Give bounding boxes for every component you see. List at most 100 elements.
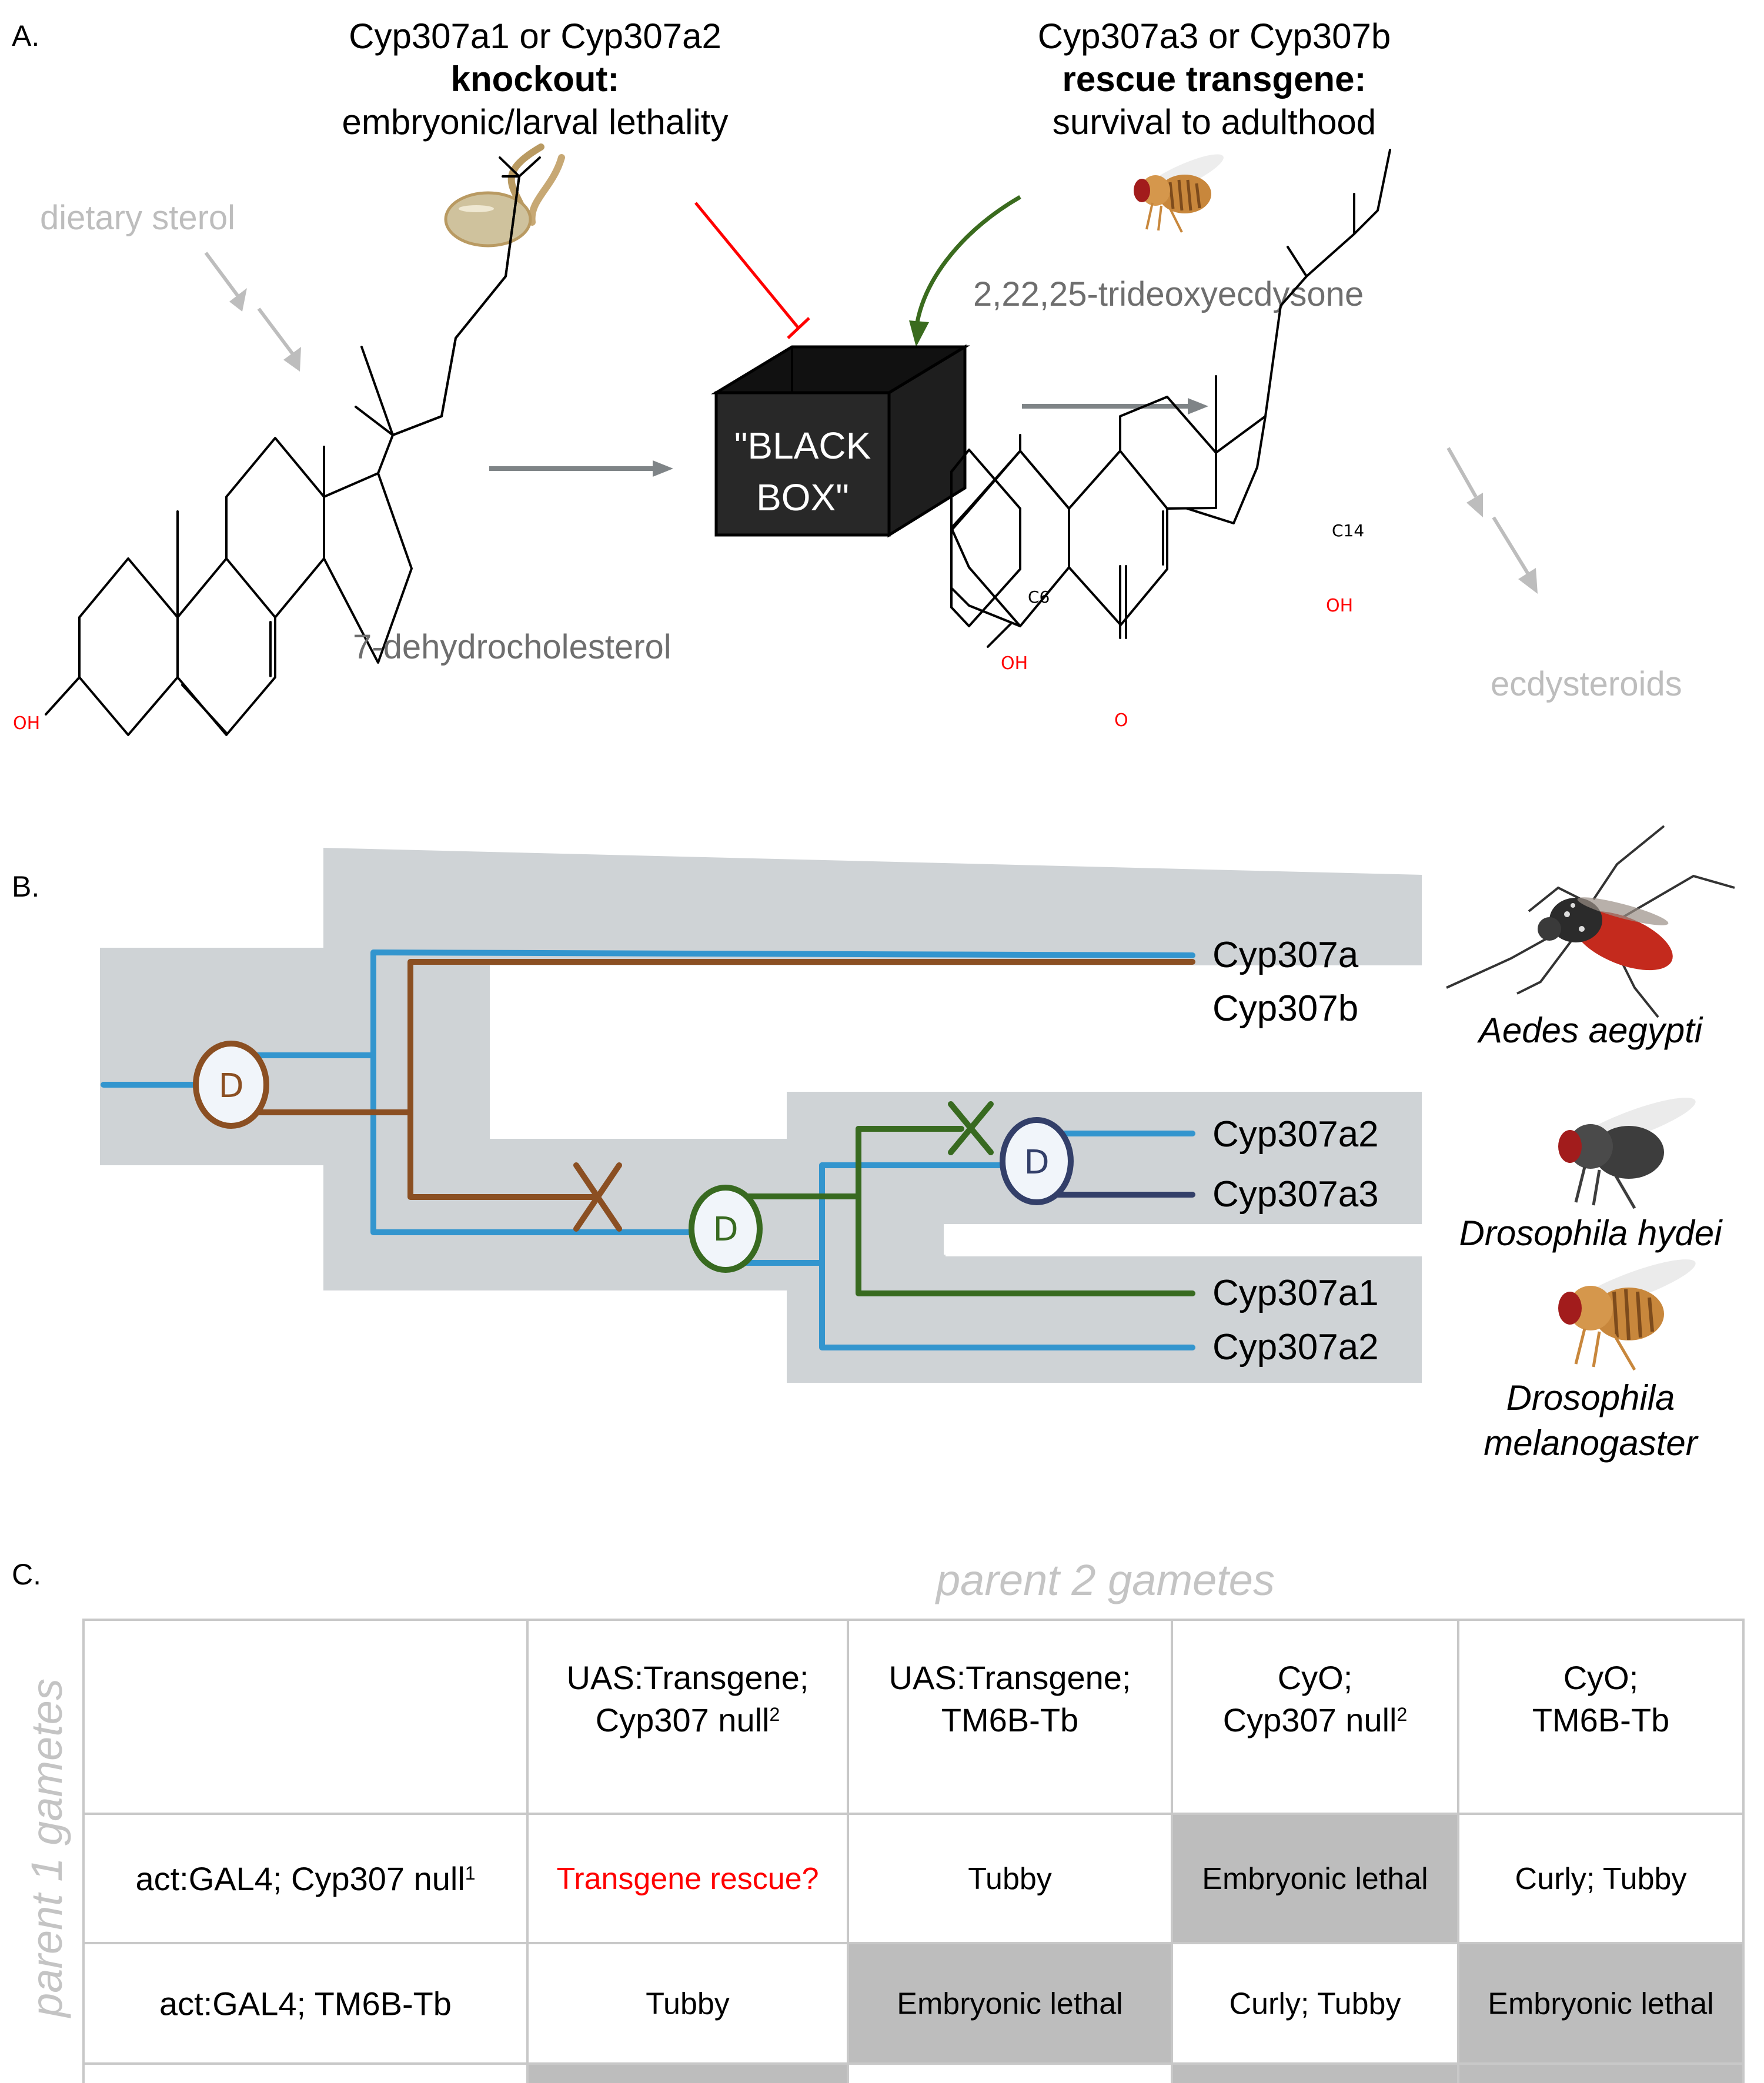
cyp307b-lineage	[232, 959, 1195, 1232]
column-header: CyO; Cyp307 null2	[1171, 1619, 1459, 1815]
ecdysteroids-label: ecdysteroids	[1491, 665, 1682, 703]
column-header-line1: UAS:Transgene;	[889, 1659, 1131, 1696]
offspring-phenotype: Embryonic lethal	[897, 1987, 1122, 2021]
row-header: act:GAL4; TM6B-Tb	[159, 1985, 452, 2022]
viable-cell	[526, 1942, 849, 2065]
rescue-genes: Cyp307a3 or Cyp307b	[1038, 16, 1391, 56]
larva-icon	[444, 143, 565, 248]
panel-c: C. parent 2 gametes parent 1 gametes UAS…	[12, 1556, 1745, 2083]
punnett-square: UAS:Transgene;Cyp307 null2UAS:Transgene;…	[82, 1619, 1745, 2083]
process-arrow-in	[489, 460, 673, 477]
column-header: UAS:Transgene;TM6B-Tb	[847, 1619, 1173, 1815]
product-rings	[950, 449, 1021, 627]
gene-labels: Cyp307a Cyp307b Cyp307a2 Cyp307a3 Cyp307…	[1212, 935, 1379, 1368]
header-row: UAS:Transgene;Cyp307 null2UAS:Transgene;…	[82, 1619, 1745, 1815]
viable-cell	[847, 1813, 1173, 1944]
product-oh-3: OH	[1001, 653, 1028, 674]
column-header-line2: Cyp307 null2	[596, 1701, 780, 1738]
dietary-sterol-label: dietary sterol	[40, 199, 235, 237]
gene-label: Cyp307a	[1212, 935, 1359, 975]
substrate-name: 7-dehydrocholesterol	[353, 628, 671, 666]
species-melanogaster-line1: Drosophila	[1506, 1378, 1675, 1417]
node-d-label: D	[713, 1211, 738, 1249]
column-header-line1: UAS:Transgene;	[567, 1659, 809, 1696]
oh-label: OH	[13, 713, 40, 734]
rescue-heading: Cyp307a3 or Cyp307b rescue transgene: su…	[1038, 16, 1391, 142]
panel-a-label: A.	[12, 19, 39, 52]
table-row: CyO; Cyp307 null1Embryonic lethalCurly; …	[82, 2062, 1745, 2083]
mosquito-icon	[1446, 825, 1735, 1018]
offspring-phenotype: Tubby	[968, 1862, 1052, 1896]
gene-label: Cyp307a1	[1212, 1273, 1379, 1313]
7-dehydrocholesterol-structure: OH	[13, 156, 541, 736]
species-melanogaster-line2: melanogaster	[1484, 1423, 1699, 1463]
rescue-question-text: Transgene rescue?	[556, 1862, 818, 1896]
offspring-phenotype: Embryonic lethal	[1488, 1987, 1713, 2021]
activation-arrow	[909, 195, 1021, 347]
product-oh-14: OH	[1326, 596, 1353, 616]
inhibition-arrow	[694, 202, 810, 339]
panel-b: B.	[12, 825, 1735, 1463]
downstream-arrow	[1446, 447, 1538, 594]
column-header-line1: CyO;	[1563, 1659, 1639, 1696]
viable-cell	[847, 2062, 1173, 2083]
species-hydei: Drosophila hydei	[1459, 1213, 1723, 1253]
column-header-cell	[1457, 1619, 1745, 1815]
orange-fly-icon	[1558, 1259, 1696, 1371]
lethal-cell	[1171, 1813, 1459, 1944]
lethal-cell	[526, 2062, 849, 2083]
knockout-phenotype: embryonic/larval lethality	[342, 102, 729, 142]
offspring-phenotype: Curly; Tubby	[1230, 1987, 1401, 2021]
clade-gap	[944, 1224, 1423, 1255]
process-arrow-out	[1022, 398, 1208, 414]
viable-cell	[526, 1813, 849, 1944]
row-header: act:GAL4; Cyp307 null1	[135, 1860, 475, 1897]
product-name: 2,22,25-trideoxyecdysone	[973, 275, 1364, 313]
column-header: CyO; TM6B-Tb	[1457, 1619, 1745, 1815]
row-axis-label: parent 1 gametes	[22, 1679, 71, 2018]
dietary-arrow	[204, 252, 301, 372]
column-header-cell	[526, 1619, 849, 1815]
column-axis-label: parent 2 gametes	[935, 1556, 1275, 1604]
viable-cell	[1457, 1813, 1745, 1944]
offspring-phenotype: Embryonic lethal	[1202, 1862, 1428, 1896]
gene-label: Cyp307a3	[1212, 1174, 1379, 1215]
duplication-node-2: D	[689, 1185, 763, 1273]
lethal-cell	[1171, 2062, 1459, 2083]
node-d-label: D	[218, 1067, 243, 1105]
knockout-heading: Cyp307a1 or Cyp307a2 knockout: embryonic…	[342, 16, 729, 142]
node-d-label: D	[1024, 1144, 1049, 1182]
panel-b-label: B.	[12, 870, 39, 903]
dark-fly-icon	[1558, 1098, 1696, 1209]
cyp307a1-lineage	[732, 1101, 1195, 1296]
column-header-line1: CyO;	[1278, 1659, 1353, 1696]
column-header-line2: Cyp307 null2	[1223, 1701, 1408, 1738]
gene-label: Cyp307b	[1212, 988, 1358, 1029]
row-header-cell	[82, 1813, 529, 1944]
corner-cell	[82, 1619, 529, 1815]
table-row: act:GAL4; Cyp307 null1 Transgene rescue? T…	[82, 1813, 1745, 1944]
gene-label: Cyp307a2	[1212, 1327, 1379, 1368]
column-header-cell	[1171, 1619, 1459, 1815]
column-header-line2: TM6B-Tb	[1532, 1701, 1669, 1738]
black-box: "BLACK BOX"	[711, 344, 970, 538]
duplication-node-1: D	[193, 1041, 269, 1129]
lethal-cell	[1457, 2062, 1745, 2083]
panel-c-label: C.	[12, 1558, 41, 1591]
knockout-title: knockout:	[451, 59, 620, 99]
column-header: UAS:Transgene; Cyp307 null2	[526, 1619, 849, 1815]
offspring-phenotype: Curly; Tubby	[1515, 1862, 1687, 1896]
black-box-label-line1: "BLACK	[734, 424, 871, 467]
panel-a: A. Cyp307a1 or Cyp307a2 knockout: embryo…	[12, 16, 1682, 736]
row-header-cell	[82, 2062, 529, 2083]
black-box-label-line2: BOX"	[756, 476, 849, 519]
knockout-genes: Cyp307a1 or Cyp307a2	[349, 16, 721, 56]
c14-label: C14	[1332, 521, 1364, 540]
duplication-node-3: D	[1000, 1117, 1074, 1205]
orange-fly-icon	[1134, 154, 1224, 233]
product-o-6: O	[1114, 710, 1128, 731]
gene-label: Cyp307a2	[1212, 1114, 1379, 1155]
species-aedes: Aedes aegypti	[1477, 1011, 1703, 1050]
